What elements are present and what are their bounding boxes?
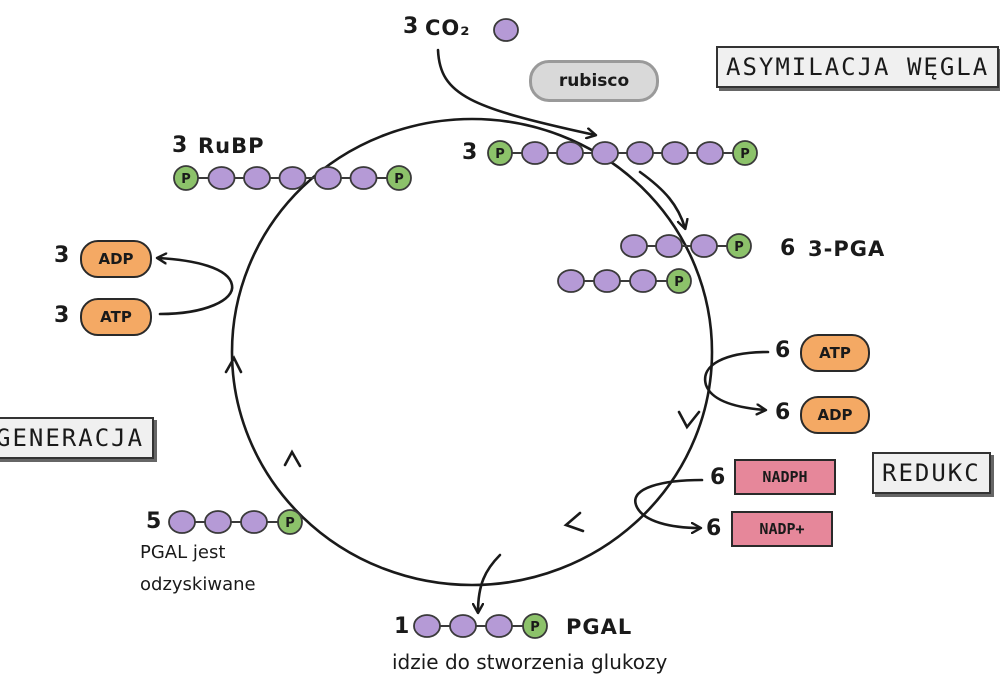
pga-chain-1: P: [620, 233, 752, 259]
phosphate-symbol: P: [285, 516, 295, 531]
carbon-atom: [655, 234, 683, 258]
rubp-count: 3: [172, 133, 188, 158]
nadp-count: 6: [706, 516, 722, 541]
carbon-atom: [696, 141, 724, 165]
adp-left-pill: ADP: [80, 240, 152, 278]
atp-right-count: 6: [775, 338, 791, 363]
rubp-label: RuBP: [198, 134, 265, 158]
output-arrow: [478, 553, 502, 612]
recycled-count: 5: [146, 509, 162, 534]
nadph-arrow: [634, 478, 704, 528]
output-note: idzie do stworzenia glukozy: [392, 650, 668, 674]
recycled-note-line2: odzyskiwane: [140, 574, 256, 595]
phase-label-assimilation: ASYMILACJA WĘGLA: [716, 46, 1000, 88]
phosphate-group: [487, 140, 513, 166]
adp-left-count: 3: [54, 243, 70, 268]
atp-adp-right-arrow: [703, 350, 770, 410]
carbon-atom: [629, 269, 657, 293]
carbon-atom: [413, 614, 441, 638]
nadp-box: NADP+: [731, 511, 833, 547]
phosphate-symbol: P: [740, 147, 750, 162]
co2-count: 3: [403, 14, 419, 39]
adp-right-pill: ADP: [800, 396, 870, 434]
phosphate-group: [666, 268, 692, 294]
phosphate-symbol: P: [530, 620, 540, 635]
phase-label-reduction: REDUKC: [872, 452, 991, 494]
six-carbon-count: 3: [462, 140, 478, 165]
carbon-atom: [661, 141, 689, 165]
output-count: 1: [394, 614, 410, 639]
output-label: PGAL: [566, 615, 633, 639]
phosphate-group: [173, 165, 199, 191]
phosphate-group: [726, 233, 752, 259]
recycled-note-line1: PGAL jest: [140, 542, 226, 563]
co2-label: CO₂: [425, 16, 471, 40]
carbon-atom: [556, 141, 584, 165]
cycle-direction-arrow: [563, 511, 585, 533]
co2-arrow: [436, 48, 595, 135]
phosphate-symbol: P: [734, 240, 744, 255]
carbon-atom: [278, 166, 307, 190]
phosphate-group: [732, 140, 758, 166]
phosphate-symbol: P: [394, 172, 404, 187]
phosphate-group: [386, 165, 412, 191]
carbon-atom: [243, 166, 271, 190]
recycled-pgal-chain: P: [168, 509, 303, 535]
nadph-count: 6: [710, 465, 726, 490]
phosphate-group: [277, 509, 303, 535]
pga-chain-2: P: [557, 268, 692, 294]
carbon-atom: [521, 141, 549, 165]
co2-carbon-atom: [493, 18, 519, 42]
carbon-atom: [207, 166, 236, 190]
carbon-atom: [168, 510, 196, 534]
carbon-atom: [349, 166, 378, 190]
carbon-atom: [204, 510, 232, 534]
atp-left-pill: ATP: [80, 298, 152, 336]
output-pgal-chain: P: [413, 613, 548, 639]
nadph-box: NADPH: [734, 459, 836, 495]
rubisco-enzyme-badge: rubisco: [529, 60, 659, 102]
atp-right-pill: ATP: [800, 334, 870, 372]
carbon-atom: [690, 234, 718, 258]
cycle-direction-arrow: [677, 410, 701, 430]
pga-count: 6: [780, 236, 796, 261]
carbon-atom: [485, 614, 513, 638]
atp-left-count: 3: [54, 303, 70, 328]
carbon-atom: [449, 614, 477, 638]
cycle-circle: [230, 117, 714, 587]
phase-label-regeneration: GENERACJA: [0, 417, 155, 459]
carbon-atom: [557, 269, 585, 293]
phosphate-symbol: P: [674, 275, 684, 290]
phosphate-symbol: P: [495, 147, 505, 162]
cycle-direction-arrow: [224, 355, 243, 374]
adp-right-count: 6: [775, 400, 791, 425]
atp-adp-left-arrow: [158, 258, 234, 316]
phosphate-symbol: P: [181, 172, 191, 187]
split-arrow: [638, 170, 685, 228]
cycle-direction-arrow: [283, 449, 302, 468]
carbon-atom: [591, 141, 619, 165]
phosphate-group: [522, 613, 548, 639]
carbon-atom: [314, 166, 342, 190]
carbon-atom: [626, 141, 654, 165]
carbon-atom: [620, 234, 648, 258]
carbon-atom: [240, 510, 268, 534]
pga-label: 3-PGA: [808, 237, 886, 261]
carbon-atom: [593, 269, 621, 293]
